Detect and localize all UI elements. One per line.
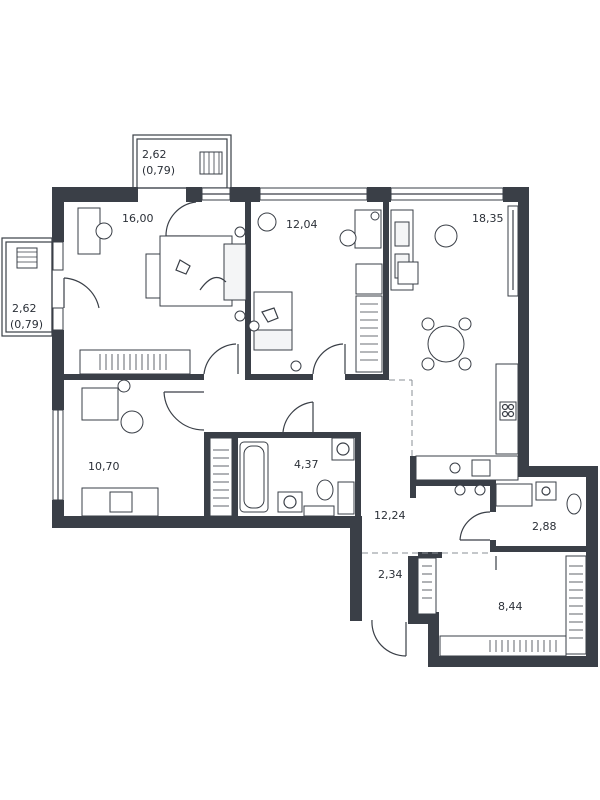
outer-walls: [52, 187, 598, 667]
zone-separators: [362, 379, 490, 554]
toilet-icon: [316, 479, 334, 501]
wc-area: 2,88: [532, 520, 557, 533]
inner-walls: [64, 200, 588, 558]
sink-icon: [471, 459, 491, 477]
plant-icon: [257, 212, 277, 232]
bathroom-furniture: [239, 437, 355, 517]
shelving: [439, 635, 567, 657]
stove-icon: [499, 401, 517, 421]
wardrobe: [79, 349, 191, 375]
living-kitchen-area: 18,35: [472, 212, 504, 225]
armchair: [81, 387, 119, 421]
balcony-left-area: 2,62: [12, 302, 37, 315]
shoe-cabinet: [417, 557, 437, 615]
wc-furniture: [495, 481, 582, 515]
bedroom-main-furniture: [77, 207, 247, 375]
washing-machine: [337, 481, 355, 515]
washbasin-icon: [277, 491, 303, 513]
bedroom-small-area: 10,70: [88, 460, 120, 473]
wardrobe: [209, 437, 233, 517]
storage-furniture: [439, 555, 587, 657]
bedroom-center-furniture: [248, 209, 383, 373]
balcony-top-area: 2,62: [142, 148, 167, 161]
wardrobe: [355, 295, 383, 373]
hall-area: 12,24: [374, 509, 406, 522]
toilet-icon: [566, 493, 582, 515]
balcony-top: [132, 134, 232, 189]
chair: [95, 222, 113, 240]
balcony-left-sub: (0,79): [10, 318, 43, 331]
bathroom-area: 4,37: [294, 458, 319, 471]
dining-table: [427, 325, 465, 363]
bedroom-small-furniture: [81, 379, 233, 517]
bed: [159, 235, 233, 307]
balcony-top-sub: (0,79): [142, 164, 175, 177]
washbasin-icon: [535, 481, 557, 501]
coffee-table: [434, 224, 458, 248]
windows: [52, 187, 504, 501]
entry-furniture: [417, 557, 437, 615]
bedroom-center-area: 12,04: [286, 218, 318, 231]
doors: [63, 201, 491, 657]
balcony-left: [1, 237, 53, 337]
radiator-icon: [199, 151, 223, 175]
storage-area: 8,44: [498, 600, 523, 613]
wardrobe: [565, 555, 587, 655]
radiator-icon: [16, 247, 38, 269]
room-labels: 2,62 (0,79) 2,62 (0,79) 16,00 12,04 18,3…: [10, 148, 557, 613]
bedroom-main-area: 16,00: [122, 212, 154, 225]
entry-area: 2,34: [378, 568, 403, 581]
living-kitchen-furniture: [390, 205, 519, 496]
